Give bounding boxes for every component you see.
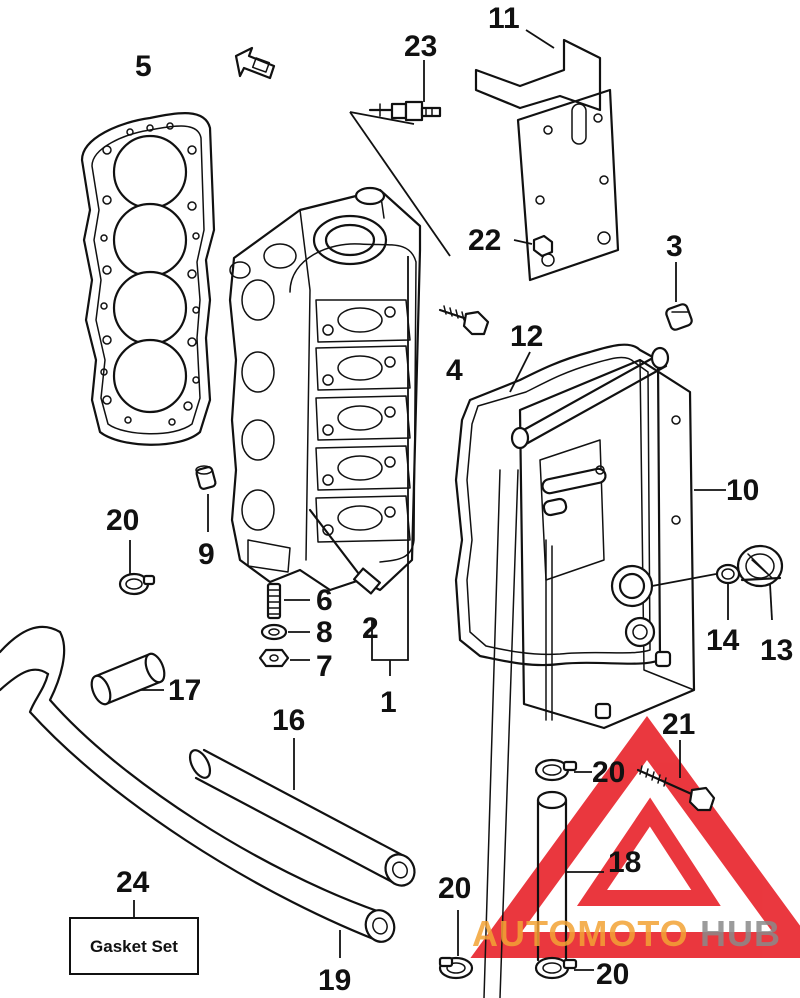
hose-clip-mid — [534, 758, 578, 782]
hose-clip-left — [118, 572, 156, 596]
dowel-pin — [195, 465, 217, 490]
hose-clip-bottom-right — [534, 956, 578, 980]
label-part-24: 24 — [116, 866, 150, 899]
label-part-8: 8 — [316, 616, 333, 649]
nut-part-7 — [258, 648, 290, 668]
label-part-13: 13 — [760, 634, 793, 667]
label-part-18: 18 — [608, 846, 641, 879]
label-part-9: 9 — [198, 538, 215, 571]
label-part-10: 10 — [726, 474, 759, 507]
bolt-part-4 — [438, 305, 490, 336]
watermark-text-hub: HUB — [700, 913, 781, 954]
watermark-logo — [470, 715, 800, 958]
o-ring — [715, 563, 741, 585]
cylinder-head-cover — [510, 346, 696, 730]
label-part-20-c: 20 — [438, 872, 471, 905]
plug-part-3 — [665, 303, 693, 331]
label-part-19: 19 — [318, 964, 351, 997]
label-part-1: 1 — [380, 686, 397, 719]
label-part-20-a: 20 — [106, 504, 139, 537]
label-part-5: 5 — [135, 50, 152, 83]
label-part-7: 7 — [316, 650, 333, 683]
gasket-set-label: Gasket Set — [90, 937, 178, 956]
hose-part-17 — [90, 652, 166, 706]
hose-part-16 — [188, 748, 416, 887]
label-part-21: 21 — [662, 708, 695, 741]
bracket-plate — [474, 38, 620, 282]
label-part-3: 3 — [666, 230, 683, 263]
label-part-6: 6 — [316, 584, 333, 617]
watermark-text: AUTOMOTO HUB — [472, 913, 781, 954]
cylinder-head-gasket — [80, 112, 216, 446]
label-part-14: 14 — [706, 624, 740, 657]
hose-clip-bottom-left — [438, 956, 474, 980]
nut-part-22 — [532, 234, 554, 258]
label-part-16: 16 — [272, 704, 305, 737]
part-number-labels: 11 23 5 22 3 12 4 10 20 9 6 8 7 2 1 14 1… — [106, 2, 793, 997]
watermark-text-auto: AUTOMOTO — [472, 913, 689, 954]
stud-part-6 — [266, 582, 282, 620]
washer-part-8 — [260, 623, 288, 641]
label-part-20-d: 20 — [596, 958, 629, 991]
label-part-20-b: 20 — [592, 756, 625, 789]
bolt-part-21 — [636, 765, 716, 812]
hose-part-18 — [536, 790, 568, 962]
label-part-22: 22 — [468, 224, 501, 257]
cover-gasket — [454, 343, 662, 667]
label-part-17: 17 — [168, 674, 201, 707]
gasket-set-box: Gasket Set — [69, 917, 199, 975]
oil-filler-cap — [736, 544, 784, 588]
label-part-11: 11 — [488, 2, 520, 35]
label-part-12: 12 — [510, 320, 543, 353]
hose-part-19 — [0, 625, 396, 943]
label-part-4: 4 — [446, 354, 463, 387]
forward-arrow-icon — [234, 46, 276, 80]
label-part-2: 2 — [362, 612, 379, 645]
cylinder-head — [228, 186, 422, 595]
spark-plug — [368, 100, 442, 122]
label-part-23: 23 — [404, 30, 437, 63]
